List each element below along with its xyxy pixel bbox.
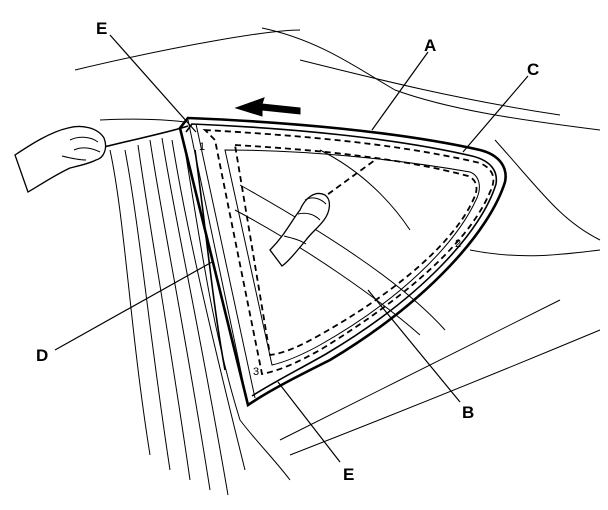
- vehicle-body-lines: [74, 27, 601, 456]
- pull-direction-arrow: [234, 97, 301, 117]
- label-e-top: E: [96, 19, 107, 38]
- pillar-structure: [109, 137, 291, 496]
- quarter-window-assembly: 1 2 3: [178, 116, 507, 408]
- left-hand-icon: [14, 125, 107, 193]
- corner-mark-1: 1: [199, 141, 205, 153]
- window-molding: [178, 116, 507, 408]
- corner-mark-3: 3: [253, 366, 259, 378]
- label-a: A: [424, 36, 436, 55]
- adhesive-bead: [202, 128, 495, 376]
- corner-mark-2: 2: [455, 238, 461, 250]
- label-b: B: [462, 403, 474, 422]
- label-d: D: [36, 346, 48, 365]
- label-e-bottom: E: [343, 465, 354, 484]
- callout-labels: E A C D B E: [36, 19, 539, 484]
- label-c: C: [527, 60, 539, 79]
- leader-lines: [54, 34, 529, 463]
- right-hand-icon: [269, 192, 331, 267]
- cutting-wire: [99, 125, 189, 149]
